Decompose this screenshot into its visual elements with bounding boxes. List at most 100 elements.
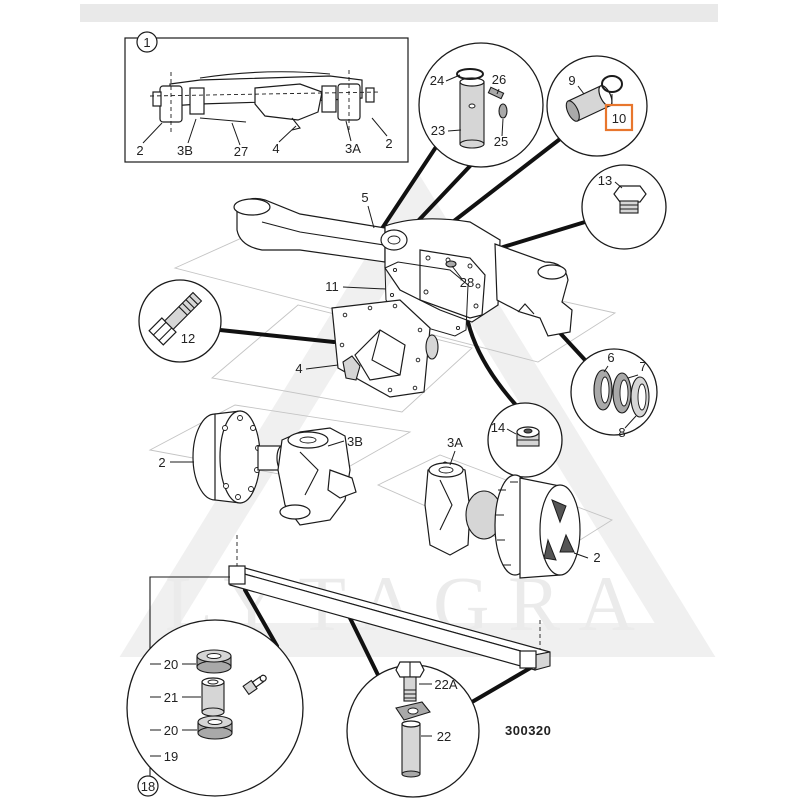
cover-hole — [417, 327, 423, 333]
axle-housing: 5 11 28 — [233, 190, 573, 337]
diff-cover: 4 — [295, 299, 439, 398]
grease-nipple-ball — [259, 674, 267, 682]
cover-hole — [415, 357, 421, 363]
pivot-bolt-shank — [403, 676, 417, 702]
stud-hole — [467, 263, 473, 269]
top-strip — [80, 4, 718, 22]
wheel-studs — [496, 481, 518, 566]
overview-diff-housing — [254, 83, 323, 121]
bearing-leader — [627, 374, 639, 379]
upper-washer-bottom — [196, 660, 232, 674]
drive-yoke — [342, 355, 361, 381]
overview-drive-flange — [291, 117, 301, 131]
overview-leader — [345, 120, 352, 142]
overview-leader — [142, 122, 163, 144]
left-swivel-lower-ear — [279, 504, 311, 520]
bearing-label: 8 — [618, 425, 625, 440]
washer — [498, 103, 508, 119]
beam-left-boss — [228, 565, 246, 585]
stud-hole — [475, 283, 481, 289]
overview-centerline — [149, 91, 381, 97]
bush — [565, 85, 613, 122]
left-hub-leader — [327, 440, 345, 447]
pin-label: 23 — [431, 123, 445, 138]
bearing-detail: 6 7 8 — [570, 348, 658, 440]
seal-ring — [601, 75, 623, 93]
breather-label: 13 — [598, 173, 612, 188]
bolt-detail: 12 — [138, 279, 222, 363]
housing-label: 5 — [361, 190, 368, 205]
left-beam-edge — [261, 221, 385, 246]
cover-hole — [392, 303, 398, 309]
left-hub-flange — [219, 410, 261, 504]
pin-leader — [447, 129, 462, 132]
overview-right-swivel — [321, 85, 337, 113]
gasket-hole — [389, 292, 395, 298]
bearing-label: 7 — [639, 359, 646, 374]
spring-seat — [517, 303, 535, 315]
plug-callout-line — [466, 320, 517, 406]
pivot-pin-bottom — [459, 139, 485, 149]
beam-right-boss — [519, 650, 537, 669]
overview-leader — [371, 117, 388, 137]
pin-leader — [496, 88, 500, 95]
beam-end-face — [534, 651, 551, 671]
roll-pin — [487, 86, 505, 100]
pivot-callout-line — [348, 616, 380, 677]
pivot-pin-22-top — [401, 720, 421, 728]
plug-leader — [506, 428, 517, 435]
housing-leader — [367, 205, 375, 229]
cover-leader — [305, 364, 339, 370]
cover-center — [354, 329, 406, 381]
drum-window — [543, 538, 557, 561]
housing-leader — [451, 265, 463, 280]
bush-leader — [577, 85, 585, 95]
cover-hole — [339, 342, 345, 348]
cover-hole — [412, 385, 418, 391]
bush-label: 9 — [568, 73, 575, 88]
grease-nipple — [242, 674, 267, 696]
housing-leader — [342, 286, 387, 290]
mount-badge — [137, 775, 159, 797]
pivot-pin-22 — [401, 723, 421, 775]
stud-hole — [425, 255, 431, 261]
overview-leader — [278, 125, 297, 143]
thread-lines — [620, 204, 638, 210]
left-hub-label: 2 — [158, 455, 165, 470]
plug-detail: 14 — [487, 402, 563, 478]
right-hub-leader — [449, 450, 456, 466]
pivot-pin-22-bottom — [401, 770, 421, 778]
overview-label: 27 — [234, 144, 248, 159]
breather-callout-line — [498, 220, 587, 250]
drawing-number: 300320 — [505, 723, 551, 738]
pin-label: 26 — [492, 72, 506, 87]
overview-beam-top-line — [199, 71, 331, 79]
left-beam-eye — [233, 198, 271, 216]
pin-leader — [501, 118, 504, 137]
bolt-label: 12 — [181, 331, 195, 346]
wheel-stud-hole — [222, 425, 228, 431]
pin-label: 25 — [494, 134, 508, 149]
left-hub-label: 3B — [347, 434, 363, 449]
cover-plane — [210, 304, 473, 413]
drum-window — [551, 499, 567, 524]
lower-washer-hole — [207, 719, 223, 725]
housing-label: 28 — [460, 275, 474, 290]
overview-leader — [187, 118, 197, 144]
bearing-leader — [624, 415, 637, 429]
overview-label: 3B — [177, 143, 193, 158]
cover-hole — [342, 312, 348, 318]
cross-beam — [228, 535, 551, 671]
overview-inset: 1 2 3B 27 4 3A 2 — [124, 31, 409, 163]
gasket-hole — [455, 325, 461, 331]
plug-socket — [523, 428, 533, 434]
breather-detail: 13 — [581, 164, 667, 250]
overview-label: 4 — [272, 141, 279, 156]
cover-hole — [387, 387, 393, 393]
pivot-bolt-thread — [404, 689, 416, 699]
bearing-label: 6 — [607, 350, 614, 365]
pivot-callout-line — [470, 665, 534, 704]
bearing-bore — [637, 383, 647, 411]
filler-plug — [445, 260, 457, 268]
highlight-box — [604, 103, 634, 132]
